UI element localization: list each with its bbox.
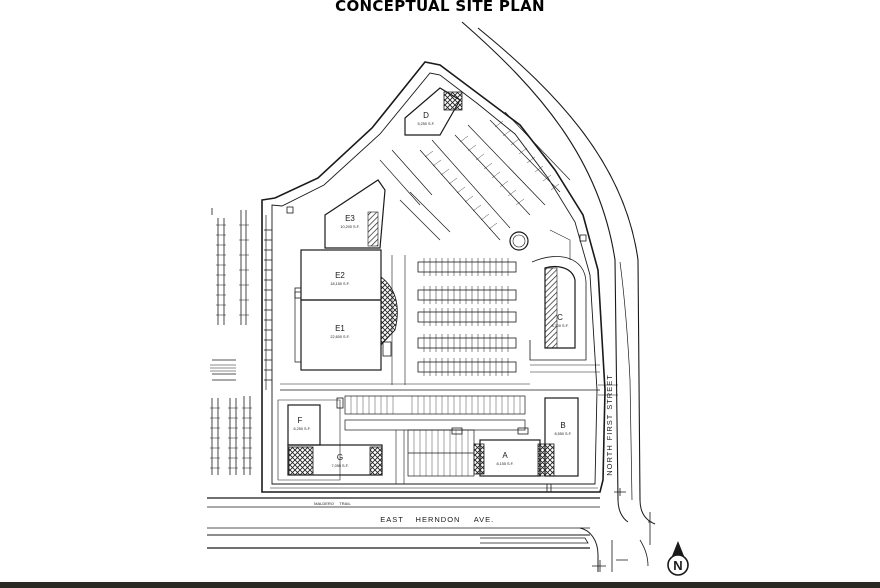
corner-return-2	[611, 540, 628, 572]
corner-return-3	[648, 512, 652, 545]
north-arrow-label: N	[673, 558, 682, 573]
street-label-maldero-2: TRAIL	[339, 501, 351, 506]
small-lot-ne	[549, 229, 571, 260]
north-first-street-edge-2	[477, 27, 641, 501]
building-g-area: 7,050 S.F.	[331, 464, 348, 468]
trash-enclosure-2	[294, 287, 302, 299]
building-d-label: D	[423, 111, 429, 120]
central-parking-stalls	[423, 258, 509, 376]
roundabout-inner	[512, 234, 526, 248]
building-g-hatch-left	[288, 446, 314, 476]
street-label-herndon-3: AVE.	[474, 515, 495, 524]
trash-enclosure-4	[451, 427, 463, 435]
south-parking	[344, 395, 526, 477]
building-a	[479, 439, 541, 477]
page-title: CONCEPTUAL SITE PLAN	[335, 0, 545, 15]
building-a-hatch	[473, 443, 485, 475]
building-b-hatch	[537, 443, 555, 477]
north-first-street-end	[639, 499, 656, 525]
building-e3-area: 10,200 S.F.	[340, 225, 359, 229]
roundabout	[509, 231, 529, 251]
street-label-herndon-1: EAST	[380, 515, 404, 524]
north-first-street-curb-1	[619, 261, 633, 501]
footer-bar	[0, 582, 880, 588]
first-street-tick	[614, 488, 626, 496]
building-e-loading	[294, 291, 302, 363]
north-diagonal-stalls	[424, 120, 560, 230]
west-stall-strip	[264, 215, 272, 390]
building-b-label: B	[560, 421, 565, 430]
trash-enclosure-7	[336, 397, 344, 409]
building-e3-label: E3	[345, 214, 355, 223]
street-label-first-3: STREET	[605, 374, 614, 410]
pylon-sign	[546, 483, 552, 493]
building-c-area: 8,700 S.F.	[551, 324, 568, 328]
building-e1-label: E1	[335, 324, 345, 333]
west-frontage	[277, 399, 341, 481]
property-boundary	[261, 61, 606, 493]
building-g-label: G	[337, 453, 343, 462]
offsite-parking-left-ticks	[210, 224, 252, 469]
south-parking-stalls	[350, 396, 521, 476]
building-g-hatch-right	[369, 446, 383, 476]
drive-entry-first	[598, 384, 618, 396]
street-label-herndon-2: HERNDON	[416, 515, 461, 524]
building-c-drive	[529, 256, 587, 361]
building-e2-area: 18,150 S.F.	[330, 282, 349, 286]
building-e3-hatch	[367, 211, 379, 247]
building-e2-label: E2	[335, 271, 345, 280]
trash-enclosure-3	[382, 341, 392, 357]
building-c-hatch	[544, 267, 558, 349]
building-c-label: C	[557, 313, 563, 322]
building-e3	[324, 179, 386, 249]
inner-drive-outline	[271, 72, 598, 485]
north-first-street-end-2	[617, 499, 629, 523]
offsite-parking-left	[211, 208, 251, 475]
building-f	[287, 404, 321, 446]
building-d-area: 5,250 S.F.	[417, 122, 434, 126]
building-e1-area: 22,600 S.F.	[330, 335, 349, 339]
building-d-hatch	[443, 91, 463, 111]
trash-enclosure-6	[579, 234, 587, 242]
building-e-entry-hatch	[380, 276, 398, 347]
street-label-maldero-1: MALDERO	[314, 501, 334, 506]
building-b-area: 8,550 S.F.	[554, 432, 571, 436]
trash-enclosure-1	[286, 206, 294, 214]
corner-return-5	[592, 560, 606, 572]
building-c	[544, 266, 576, 349]
west-lot-lines	[210, 364, 236, 372]
drive-entry-herndon	[395, 430, 405, 484]
north-diagonal-parking	[379, 111, 571, 241]
street-label-first-1: NORTH	[605, 444, 614, 476]
building-a-area: 8,155 S.F.	[496, 462, 513, 466]
building-a-label: A	[502, 451, 508, 460]
street-label-first-2: FIRST	[605, 414, 614, 441]
building-f-label: F	[298, 416, 303, 425]
corner-return-4	[639, 539, 649, 567]
trash-enclosure-5	[517, 427, 529, 435]
herndon-median	[480, 537, 589, 544]
corner-return-1	[579, 527, 599, 572]
building-d	[404, 87, 461, 136]
building-b	[544, 397, 579, 477]
north-arrow-icon	[667, 541, 689, 576]
building-f-area: 6,250 S.F.	[293, 427, 310, 431]
north-first-street-edge-1	[461, 21, 619, 501]
central-parking-rows	[417, 261, 517, 373]
